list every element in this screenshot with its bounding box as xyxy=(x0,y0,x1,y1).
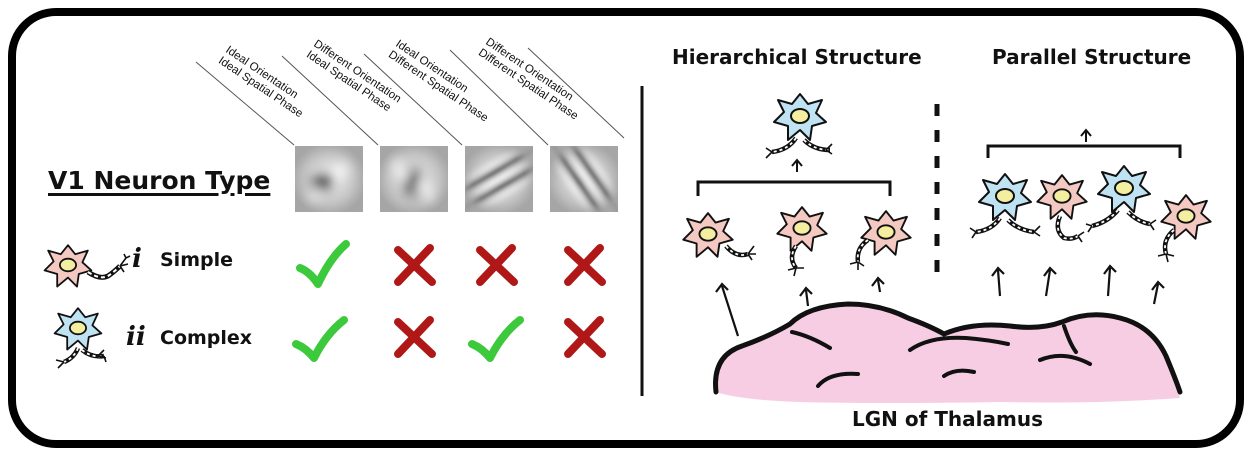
header-diagonal-line xyxy=(527,47,625,139)
parallel-structure-title: Parallel Structure xyxy=(992,45,1192,69)
stimulus-ideal-orientation-ideal-phase xyxy=(295,146,363,212)
header-diagonal-line xyxy=(195,61,295,146)
header-diagonal-line xyxy=(363,53,463,146)
stimulus-different-orientation-different-phase xyxy=(550,146,618,212)
stimulus-ideal-orientation-different-phase xyxy=(465,146,533,212)
hierarchical-structure-title: Hierarchical Structure xyxy=(672,45,922,69)
mark-complex-col3-check xyxy=(468,316,524,362)
mark-complex-col1-check xyxy=(292,316,348,362)
hierarchical-simple-cell-1 xyxy=(682,212,756,261)
mark-simple-col2-cross xyxy=(394,244,436,286)
hierarchical-structure xyxy=(682,93,912,337)
mark-simple-col1-check xyxy=(296,240,350,288)
parallel-complex-cell-1 xyxy=(969,173,1041,239)
mark-complex-col4-cross xyxy=(564,316,606,358)
header-diagonal-line xyxy=(281,55,379,146)
parallel-complex-cell-2 xyxy=(1085,165,1157,233)
hierarchical-simple-cell-2 xyxy=(776,206,828,277)
neuron-type-title: V1 Neuron Type xyxy=(48,166,271,195)
lgn-blob xyxy=(713,301,1183,403)
row-numeral-complex: ii xyxy=(126,322,146,352)
parallel-simple-cell-2 xyxy=(1157,194,1212,263)
hierarchical-complex-cell xyxy=(765,93,833,159)
parallel-structure xyxy=(969,128,1212,305)
row-label-simple: Simple xyxy=(160,249,233,271)
mark-complex-col2-cross xyxy=(394,316,436,358)
header-diagonals xyxy=(195,47,625,146)
parallel-simple-cell-1 xyxy=(1036,174,1088,243)
simple-cell-icon xyxy=(43,244,131,288)
mark-simple-col3-cross xyxy=(476,244,518,286)
hierarchical-simple-cell-3 xyxy=(849,210,912,270)
stimulus-different-orientation-ideal-phase xyxy=(380,146,448,212)
lgn-label: LGN of Thalamus xyxy=(852,407,1043,431)
header-diagonal-line xyxy=(449,49,549,146)
complex-cell-icon xyxy=(53,307,107,369)
mark-simple-col4-cross xyxy=(564,244,606,286)
row-numeral-simple: i xyxy=(132,244,142,274)
row-label-complex: Complex xyxy=(160,327,253,349)
